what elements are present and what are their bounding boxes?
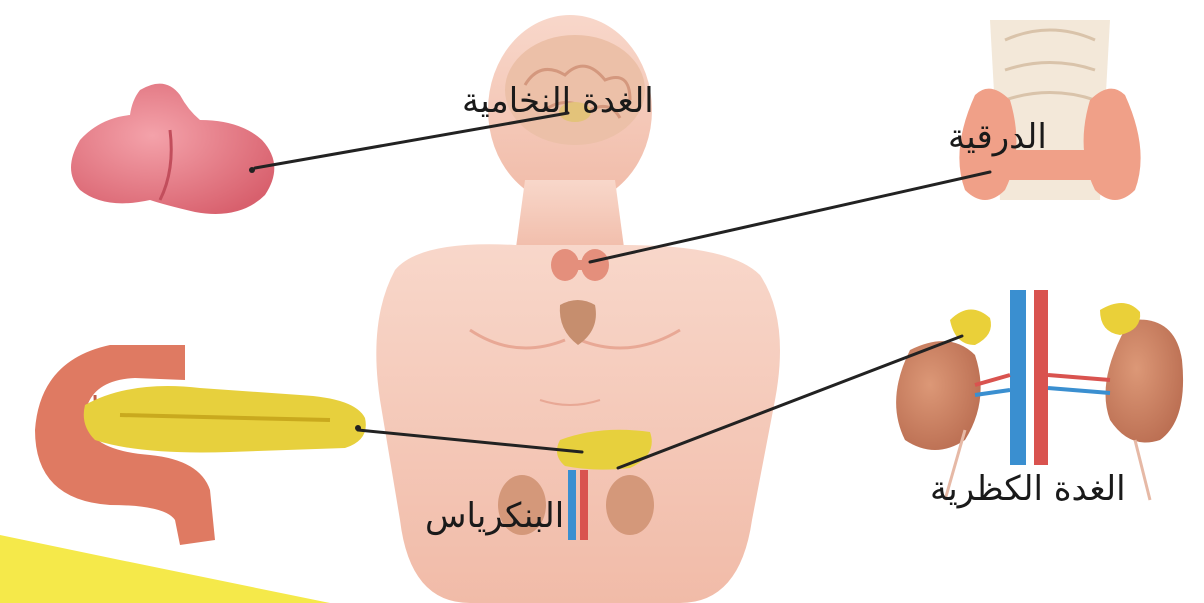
torso (376, 244, 780, 603)
pituitary-gland-enlarged (71, 84, 274, 214)
label-pancreas: البنكرياس (425, 496, 564, 536)
label-adrenal: الغدة الكظرية (930, 469, 1126, 509)
label-thyroid: الدرقية (948, 117, 1047, 157)
aorta (1034, 290, 1048, 465)
vena-cava (1010, 290, 1026, 465)
neck (515, 180, 625, 255)
label-pituitary: الغدة النخامية (462, 81, 654, 121)
pointer-thyroid (590, 172, 990, 262)
corner-accent (0, 535, 330, 603)
pancreas-enlarged (35, 345, 366, 545)
